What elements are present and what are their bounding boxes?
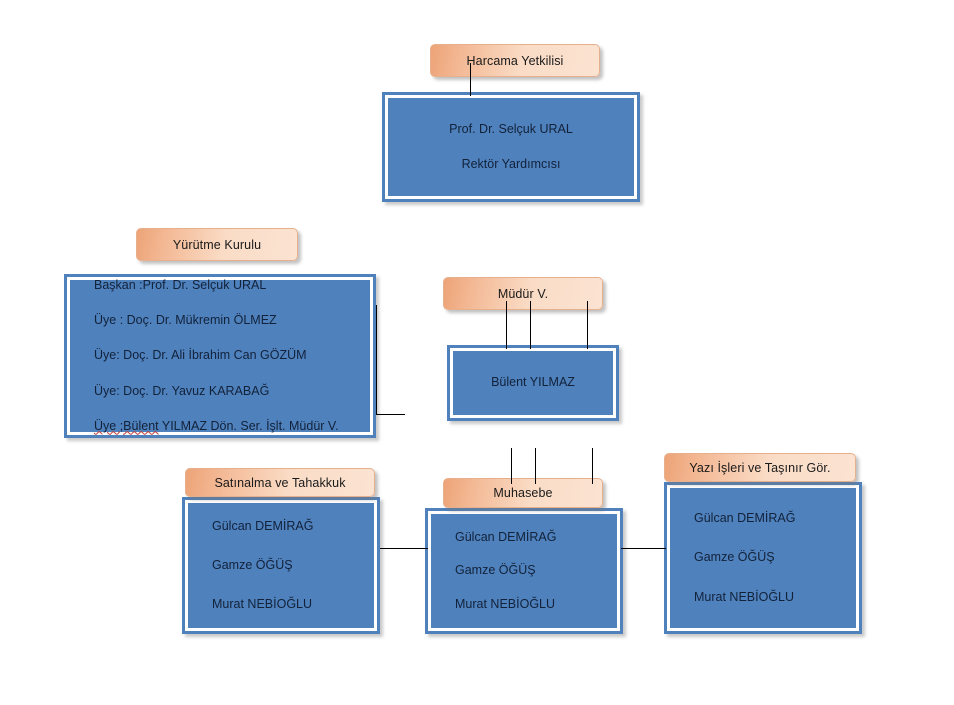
box-mudur-line-1: Bülent YILMAZ: [491, 375, 575, 390]
tag-satinalma-ve-tahakkuk[interactable]: Satınalma ve Tahakkuk: [185, 468, 375, 497]
tag-yurutme-kurulu-label: Yürütme Kurulu: [172, 237, 262, 252]
tag-mudur-v-label: Müdür V.: [497, 286, 549, 301]
box-rektor-line-2: Rektör Yardımcısı: [461, 157, 561, 171]
box-yurutme-line-2: Üye : Doç. Dr. Mükremin ÖLMEZ: [94, 313, 277, 328]
connector-mudur-to-bulent-3: [587, 301, 588, 349]
tag-harcama-yetkilisi-label: Harcama Yetkilisi: [466, 53, 564, 68]
tag-yazi-isleri-ve-tasinir[interactable]: Yazı İşleri ve Taşınır Gör.: [664, 453, 856, 482]
box-muhasebe-line-3: Murat NEBİOĞLU: [455, 596, 556, 611]
tag-muhasebe[interactable]: Muhasebe: [443, 478, 603, 508]
box-yazi-isleri[interactable]: Gülcan DEMİRAĞ Gamze ÖĞÜŞ Murat NEBİOĞLU: [664, 482, 862, 634]
connector-mudur-to-bulent-1: [506, 301, 507, 349]
box-muhasebe[interactable]: Gülcan DEMİRAĞ Gamze ÖĞÜŞ Murat NEBİOĞLU: [425, 508, 623, 634]
box-yazi-isleri-line-1: Gülcan DEMİRAĞ: [694, 511, 796, 526]
box-yurutme-line-5: Üye ;Bülent YILMAZ Dön. Ser. İşlt. Müdür…: [94, 418, 370, 433]
connector-harcama-to-rektor: [470, 63, 471, 96]
box-yurutme-line-1: Başkan :Prof. Dr. Selçuk URAL: [94, 278, 267, 293]
tag-yazi-isleri-ve-tasinir-label: Yazı İşleri ve Taşınır Gör.: [689, 460, 831, 475]
box-mudur-bulent-yilmaz[interactable]: Bülent YILMAZ: [447, 345, 619, 421]
box-satinalma-line-3: Murat NEBİOĞLU: [212, 597, 313, 612]
tag-harcama-yetkilisi[interactable]: Harcama Yetkilisi: [430, 44, 600, 77]
box-satinalma-line-1: Gülcan DEMİRAĞ: [212, 518, 314, 533]
tag-muhasebe-label: Muhasebe: [493, 486, 553, 500]
box-rektor-yardimcisi[interactable]: Prof. Dr. Selçuk URAL Rektör Yardımcısı: [382, 92, 640, 202]
box-muhasebe-line-2: Gamze ÖĞÜŞ: [455, 563, 536, 578]
connector-bulent-to-muhasebe-2: [535, 448, 536, 484]
box-yurutme-line-5-rest: YILMAZ Dön. Ser. İşlt. Müdür V.: [158, 418, 339, 433]
tag-mudur-v[interactable]: Müdür V.: [443, 277, 603, 310]
box-yurutme-line-4: Üye: Doç. Dr. Yavuz KARABAĞ: [94, 383, 270, 398]
connector-muhasebe-to-yazi: [621, 548, 666, 549]
tag-satinalma-ve-tahakkuk-label: Satınalma ve Tahakkuk: [214, 475, 346, 490]
box-yurutme-kurulu[interactable]: Başkan :Prof. Dr. Selçuk URAL Üye : Doç.…: [64, 274, 376, 438]
box-muhasebe-line-1: Gülcan DEMİRAĞ: [455, 530, 557, 545]
connector-satinalma-to-muhasebe: [380, 548, 428, 549]
connector-bulent-to-muhasebe-3: [592, 448, 593, 484]
box-yazi-isleri-line-3: Murat NEBİOĞLU: [694, 589, 795, 604]
box-rektor-line-1: Prof. Dr. Selçuk URAL: [449, 121, 573, 136]
box-satinalma[interactable]: Gülcan DEMİRAĞ Gamze ÖĞÜŞ Murat NEBİOĞLU: [182, 497, 380, 634]
tag-yurutme-kurulu[interactable]: Yürütme Kurulu: [136, 228, 298, 261]
connector-yurutme-to-mudur: [376, 305, 405, 415]
box-yurutme-line-5-marked: Üye ;Bülent: [94, 418, 159, 433]
connector-bulent-to-muhasebe-1: [511, 448, 512, 484]
connector-mudur-to-bulent-2: [530, 301, 531, 349]
box-yurutme-line-3: Üye: Doç. Dr. Ali İbrahim Can GÖZÜM: [94, 348, 307, 363]
box-satinalma-line-2: Gamze ÖĞÜŞ: [212, 557, 293, 572]
box-yazi-isleri-line-2: Gamze ÖĞÜŞ: [694, 550, 775, 565]
